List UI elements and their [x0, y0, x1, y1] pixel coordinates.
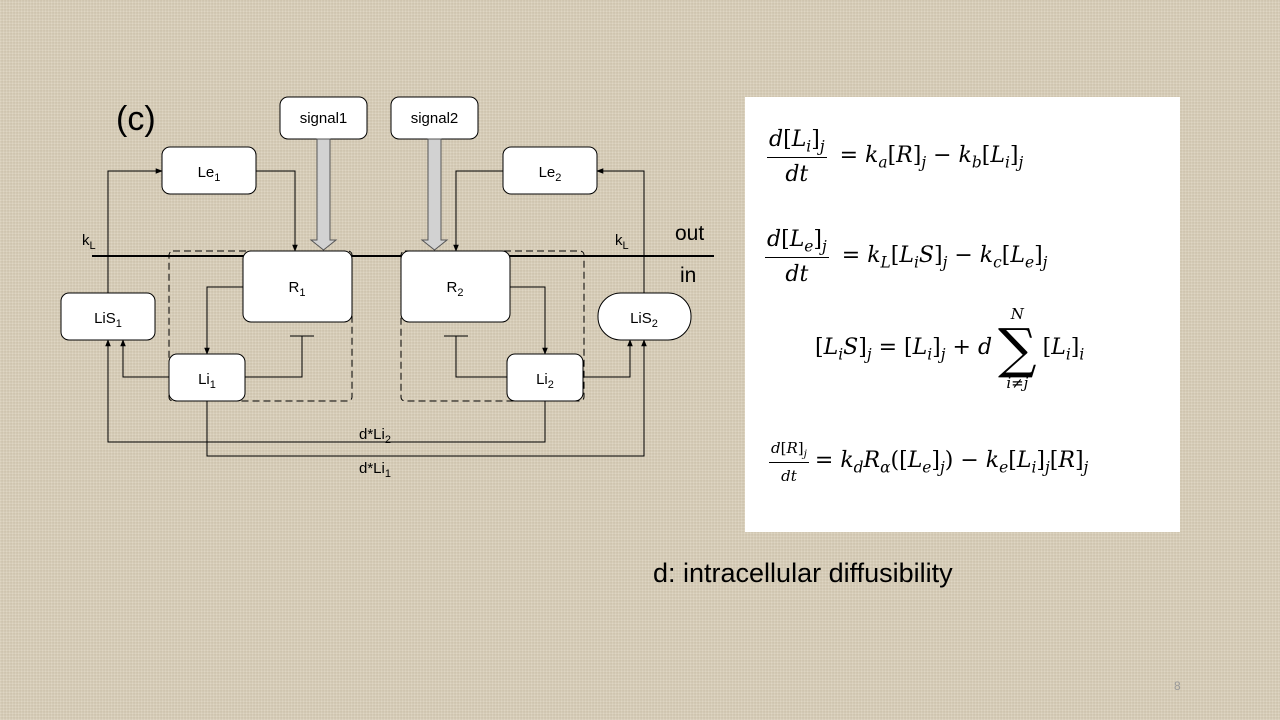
r1-label: R1	[289, 279, 306, 299]
page-number: 8	[1174, 679, 1181, 693]
lis1-to-le1-arrow	[107, 168, 163, 293]
panel-label: (c)	[116, 100, 156, 138]
lis1-label: LiS1	[94, 310, 122, 330]
footnote: d: intracellular diffusibility	[653, 558, 953, 588]
li1-to-lis2-arrow	[206, 339, 647, 457]
r2-label: R2	[447, 279, 464, 299]
le2-to-r2-arrow	[453, 170, 503, 252]
lis2-to-le2-arrow	[596, 168, 645, 293]
li2-to-lis1-arrow	[105, 339, 546, 443]
li2-to-lis2-arrow	[583, 339, 633, 378]
dli1-label: d*Li1	[359, 460, 391, 480]
signal1-label: signal1	[300, 110, 348, 127]
le1-label: Le1	[198, 164, 221, 184]
le2-label: Le2	[539, 164, 562, 184]
li1-to-lis1-arrow	[120, 339, 169, 378]
kl-right-label: kL	[615, 232, 629, 252]
equation-3: [LiS]j = [Li]j + d N∑i≠j [Li]i	[815, 305, 1085, 392]
out-label: out	[675, 222, 704, 245]
r1-to-li1-arrow	[204, 286, 243, 355]
lis2-label: LiS2	[630, 310, 658, 330]
li2-label: Li2	[536, 371, 554, 391]
kl-left-label: kL	[82, 232, 96, 252]
in-label: in	[680, 264, 696, 287]
li1-inhibits-r1	[245, 336, 303, 378]
li2-inhibits-r2	[455, 336, 507, 378]
signal2-label: signal2	[411, 110, 459, 127]
network-diagram: (c) out in signal1 signal2 Le1 Le2 R1 R2…	[60, 96, 714, 480]
li1-label: Li1	[198, 371, 216, 391]
le1-to-r1-arrow	[256, 170, 298, 252]
dli2-label: d*Li2	[359, 426, 391, 446]
signal1-arrow	[309, 138, 338, 251]
r2-to-li2-arrow	[510, 286, 548, 355]
signal2-arrow	[420, 138, 449, 251]
